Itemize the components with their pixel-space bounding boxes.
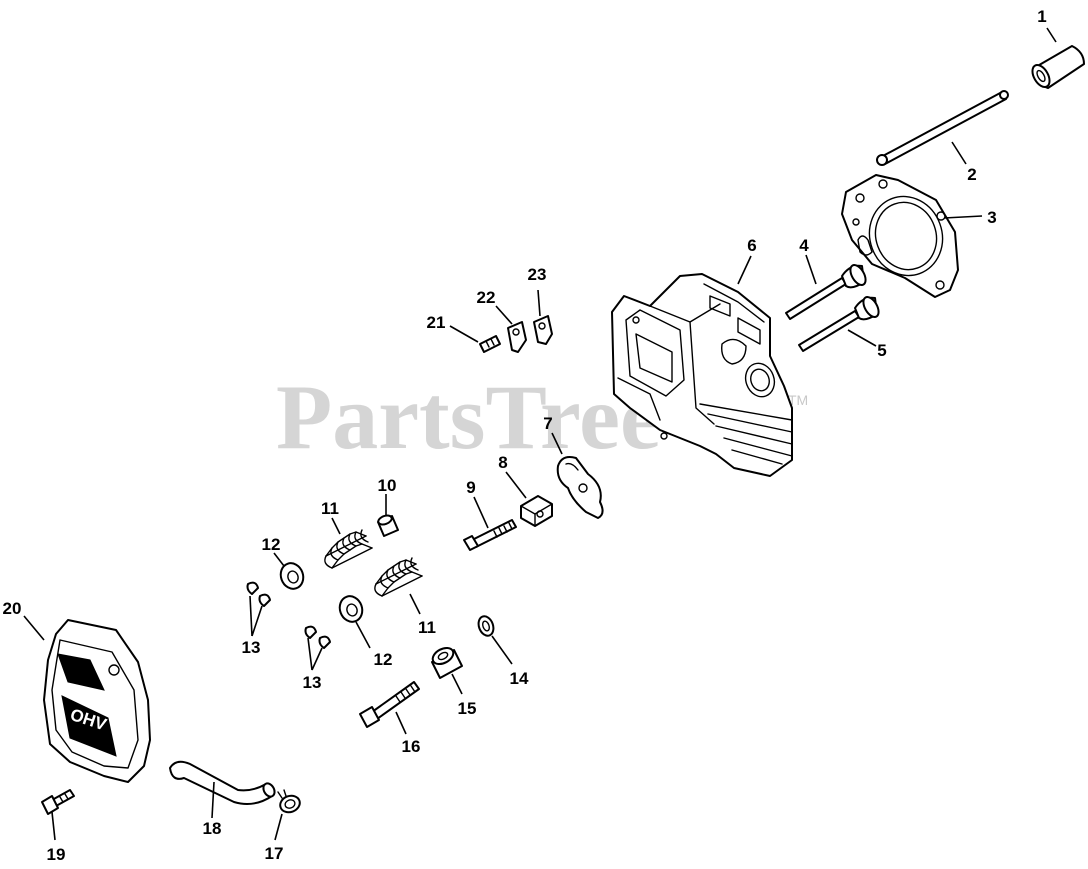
part-1-tappet[interactable] [1029, 45, 1085, 90]
part-6-cylinder-head[interactable] [611, 273, 793, 477]
callout-4: 4 [799, 236, 809, 255]
callouts: 1 2 3 4 5 6 7 8 9 10 11 11 12 12 13 13 1… [3, 7, 1047, 864]
part-19-cover-bolt[interactable] [41, 789, 75, 815]
callout-15: 15 [458, 699, 477, 718]
callout-11-lower: 11 [418, 618, 436, 637]
part-16-head-bolt[interactable] [359, 681, 420, 728]
callout-22: 22 [477, 288, 496, 307]
callout-13-lower: 13 [303, 673, 322, 692]
callout-6: 6 [747, 236, 756, 255]
callout-10: 10 [378, 476, 397, 495]
callout-23: 23 [528, 265, 547, 284]
part-14-washer[interactable] [476, 614, 496, 638]
callout-19: 19 [47, 845, 66, 864]
part-7-rocker-arm[interactable] [556, 456, 604, 519]
callout-20: 20 [3, 599, 22, 618]
callout-21: 21 [427, 313, 446, 332]
callout-17: 17 [265, 844, 284, 863]
callout-11-upper: 11 [321, 499, 339, 518]
part-10-spacer[interactable] [377, 514, 399, 537]
part-11-valve-spring-lower[interactable] [374, 557, 423, 597]
callout-5: 5 [877, 341, 886, 360]
callout-9: 9 [466, 478, 475, 497]
part-17-hose-clamp[interactable] [277, 789, 302, 815]
callout-1: 1 [1037, 7, 1046, 26]
part-13-keepers-upper[interactable] [246, 581, 271, 607]
part-2-push-rod[interactable] [876, 90, 1009, 166]
callout-13-upper: 13 [242, 638, 261, 657]
callout-8: 8 [498, 453, 507, 472]
part-8-pivot[interactable] [520, 495, 553, 527]
leader-lines [23, 27, 1057, 841]
part-4-valve[interactable] [785, 262, 869, 320]
callout-7: 7 [543, 414, 552, 433]
part-22-bracket[interactable] [507, 321, 527, 353]
part-12-retainer-lower[interactable] [336, 593, 366, 625]
callout-2: 2 [967, 165, 976, 184]
part-11-valve-spring-upper[interactable] [324, 529, 373, 569]
part-20-valve-cover[interactable]: OHV [43, 619, 151, 783]
callout-14: 14 [510, 669, 529, 688]
part-18-breather-hose[interactable] [169, 760, 277, 805]
part-13-keepers-lower[interactable] [304, 625, 331, 649]
callout-18: 18 [203, 819, 222, 838]
part-15-bushing[interactable] [430, 645, 463, 679]
part-9-stud[interactable] [463, 519, 517, 551]
part-23-bracket[interactable] [533, 315, 553, 345]
watermark-trademark: TM [788, 392, 808, 408]
part-12-retainer-upper[interactable] [277, 560, 307, 592]
callout-12-lower: 12 [374, 650, 393, 669]
part-21-bolt[interactable] [479, 335, 501, 353]
watermark: PartsTree TM [276, 366, 808, 468]
callout-12-upper: 12 [262, 535, 281, 554]
part-3-head-gasket[interactable] [841, 174, 959, 298]
callout-16: 16 [402, 737, 421, 756]
part-5-valve[interactable] [798, 294, 882, 352]
watermark-text: PartsTree [276, 366, 661, 468]
callout-3: 3 [987, 208, 996, 227]
